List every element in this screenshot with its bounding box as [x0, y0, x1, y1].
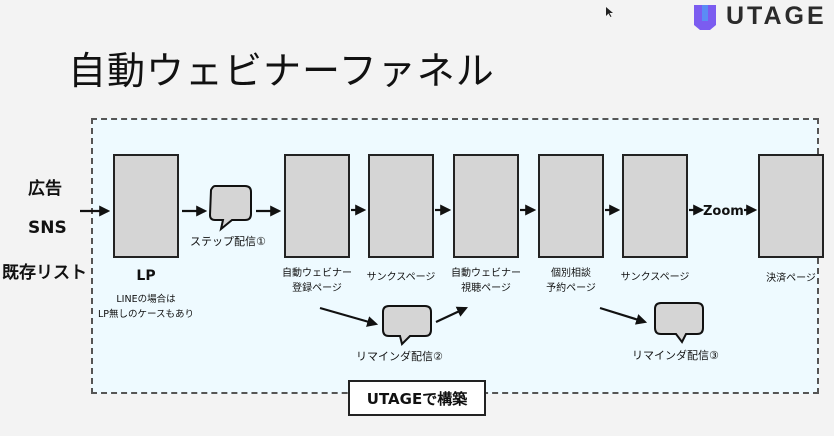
page-box-thanks-2 [622, 154, 688, 258]
bubble-label-reminder-3: リマインダ配信③ [632, 349, 719, 362]
page-label-webinar-viewing: 自動ウェビナー 視聴ページ [451, 268, 521, 294]
page-box-webinar-viewing [453, 154, 519, 258]
source-existing-list: 既存リスト [2, 263, 87, 283]
page-label-payment: 決済ページ [766, 273, 816, 284]
page-box-consultation-booking [538, 154, 604, 258]
page-box-webinar-registration [284, 154, 350, 258]
page-box-lp [113, 154, 179, 258]
brand-name: UTAGE [726, 2, 827, 30]
page-label-webinar-registration: 自動ウェビナー 登録ページ [282, 268, 352, 294]
arrow-booking-to-reminder3 [599, 306, 648, 325]
speech-bubble-reminder3-icon [654, 302, 704, 344]
zoom-label: Zoom [703, 204, 744, 219]
page-title: 自動ウェビナーファネル [68, 49, 495, 93]
speech-bubble-reminder2-icon [382, 305, 432, 346]
page-label-thanks-2: サンクスページ [620, 272, 690, 283]
page-box-payment [758, 154, 824, 258]
page-label-thanks-1: サンクスページ [366, 272, 436, 283]
arrow-reminder2-to-viewing [435, 306, 468, 323]
arrow-registration-to-reminder2 [319, 306, 379, 327]
page-box-thanks-1 [368, 154, 434, 258]
lp-note: LINEの場合は LP無しのケースもあり [97, 294, 195, 320]
bubble-label-reminder-2: リマインダ配信② [356, 350, 443, 363]
bubble-label-step-delivery: ステップ配信① [190, 235, 266, 248]
utage-build-badge: UTAGEで構築 [348, 380, 486, 416]
page-label-lp: LP [136, 268, 156, 284]
brand-logo: UTAGE [692, 2, 827, 31]
speech-bubble-step-icon [208, 185, 252, 232]
page-label-consultation-booking: 個別相談 予約ページ [546, 268, 596, 294]
mouse-cursor-icon [606, 2, 614, 17]
source-sns: SNS [28, 218, 67, 238]
utage-logo-icon [694, 4, 716, 30]
source-ads: 広告 [28, 179, 62, 199]
